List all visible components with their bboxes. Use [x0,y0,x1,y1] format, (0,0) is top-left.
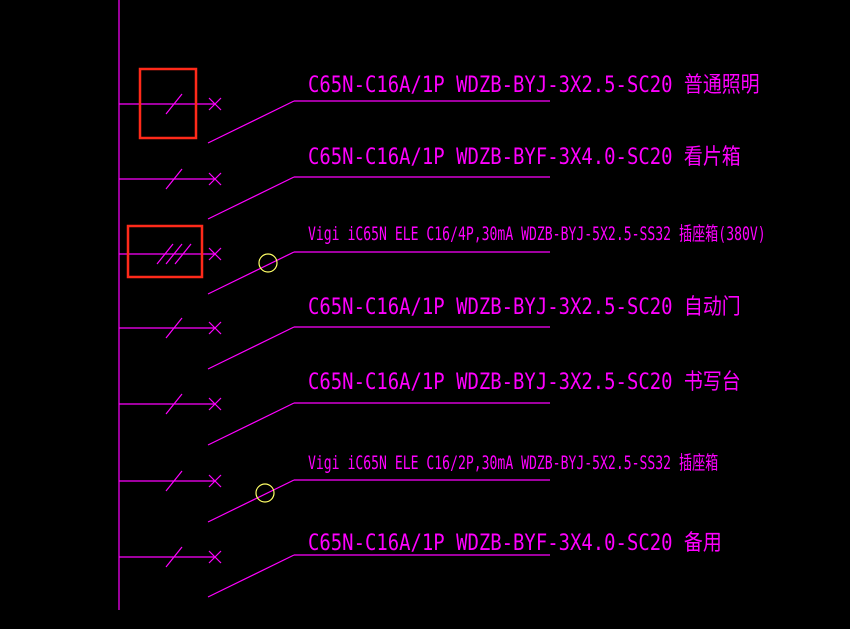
pole-tick-1-1 [165,93,183,115]
pole-tick-4-1 [165,317,183,339]
pole-tick-3-3 [174,243,192,265]
breaker-blade-5 [207,402,295,446]
breaker-blade-3 [207,251,295,295]
breaker-cross-b-1 [208,97,222,111]
circuit-label-6: Vigi iC65N ELE C16/2P,30mA WDZB-BYJ-5X2.… [308,452,719,474]
breaker-cross-b-6 [208,474,222,488]
breaker-cross-b-7 [208,550,222,564]
circuit-label-5: C65N-C16A/1P WDZB-BYJ-3X2.5-SC20 书写台 [308,370,741,395]
circuit-label-3: Vigi iC65N ELE C16/4P,30mA WDZB-BYJ-5X2.… [308,223,766,245]
breaker-blade-2 [207,176,295,220]
pole-tick-3-2 [165,243,183,265]
leakage-marker-circle-6 [255,483,275,503]
leakage-marker-circle-3 [258,253,278,273]
highlight-box-1 [138,67,198,140]
breaker-blade-6 [207,479,295,523]
breaker-blade-4 [207,326,295,370]
circuit-label-7: C65N-C16A/1P WDZB-BYF-3X4.0-SC20 备用 [308,531,722,556]
highlight-box-3 [126,224,204,279]
pole-tick-7-1 [165,546,183,568]
circuit-label-2: C65N-C16A/1P WDZB-BYF-3X4.0-SC20 看片箱 [308,145,741,170]
breaker-blade-7 [207,554,295,598]
circuit-label-4: C65N-C16A/1P WDZB-BYJ-3X2.5-SC20 自动门 [308,295,741,320]
circuit-label-1: C65N-C16A/1P WDZB-BYJ-3X2.5-SC20 普通照明 [308,73,760,98]
breaker-cross-b-4 [208,321,222,335]
pole-tick-6-1 [165,470,183,492]
breaker-cross-b-5 [208,397,222,411]
pole-tick-5-1 [165,393,183,415]
pole-tick-3-1 [156,243,174,265]
breaker-blade-1 [207,100,295,144]
breaker-cross-b-3 [208,247,222,261]
pole-tick-2-1 [165,168,183,190]
breaker-cross-b-2 [208,172,222,186]
